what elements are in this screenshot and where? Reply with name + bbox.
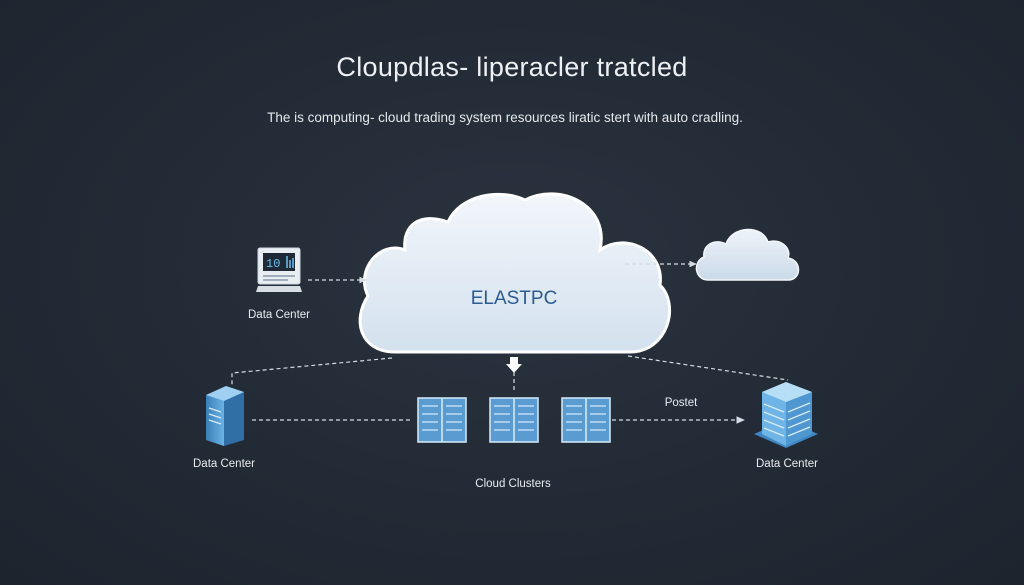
monitor-reading: 10 <box>266 257 280 271</box>
cluster-rack-3-icon <box>561 397 611 443</box>
monitor-icon: 10 <box>256 247 302 292</box>
cluster-rack-2-icon <box>489 397 539 443</box>
elastic-cloud-shape <box>358 192 671 354</box>
label-data-center-left-bottom: Data Center <box>192 458 256 470</box>
down-arrow-icon <box>506 357 522 373</box>
cluster-rack-1-icon <box>417 397 467 443</box>
page-title: Cloupdlas- liperacler tratcled <box>336 52 688 82</box>
cloud-label: ELASTPC <box>471 288 558 309</box>
connectors <box>231 260 789 424</box>
connector-cloud-to-right-datacenter <box>627 355 789 381</box>
label-connection-right: Postet <box>664 397 698 409</box>
datacenter-stack-icon <box>754 382 818 448</box>
remote-cloud-shape <box>695 228 800 281</box>
label-data-center-right: Data Center <box>755 458 819 470</box>
server-tower-icon <box>206 386 244 446</box>
connector-cloud-to-left-server <box>231 357 393 387</box>
page-subtitle: The is computing- cloud trading system r… <box>267 110 743 125</box>
label-cloud-clusters: Cloud Clusters <box>475 478 551 490</box>
label-data-center-left-top: Data Center <box>247 309 311 321</box>
